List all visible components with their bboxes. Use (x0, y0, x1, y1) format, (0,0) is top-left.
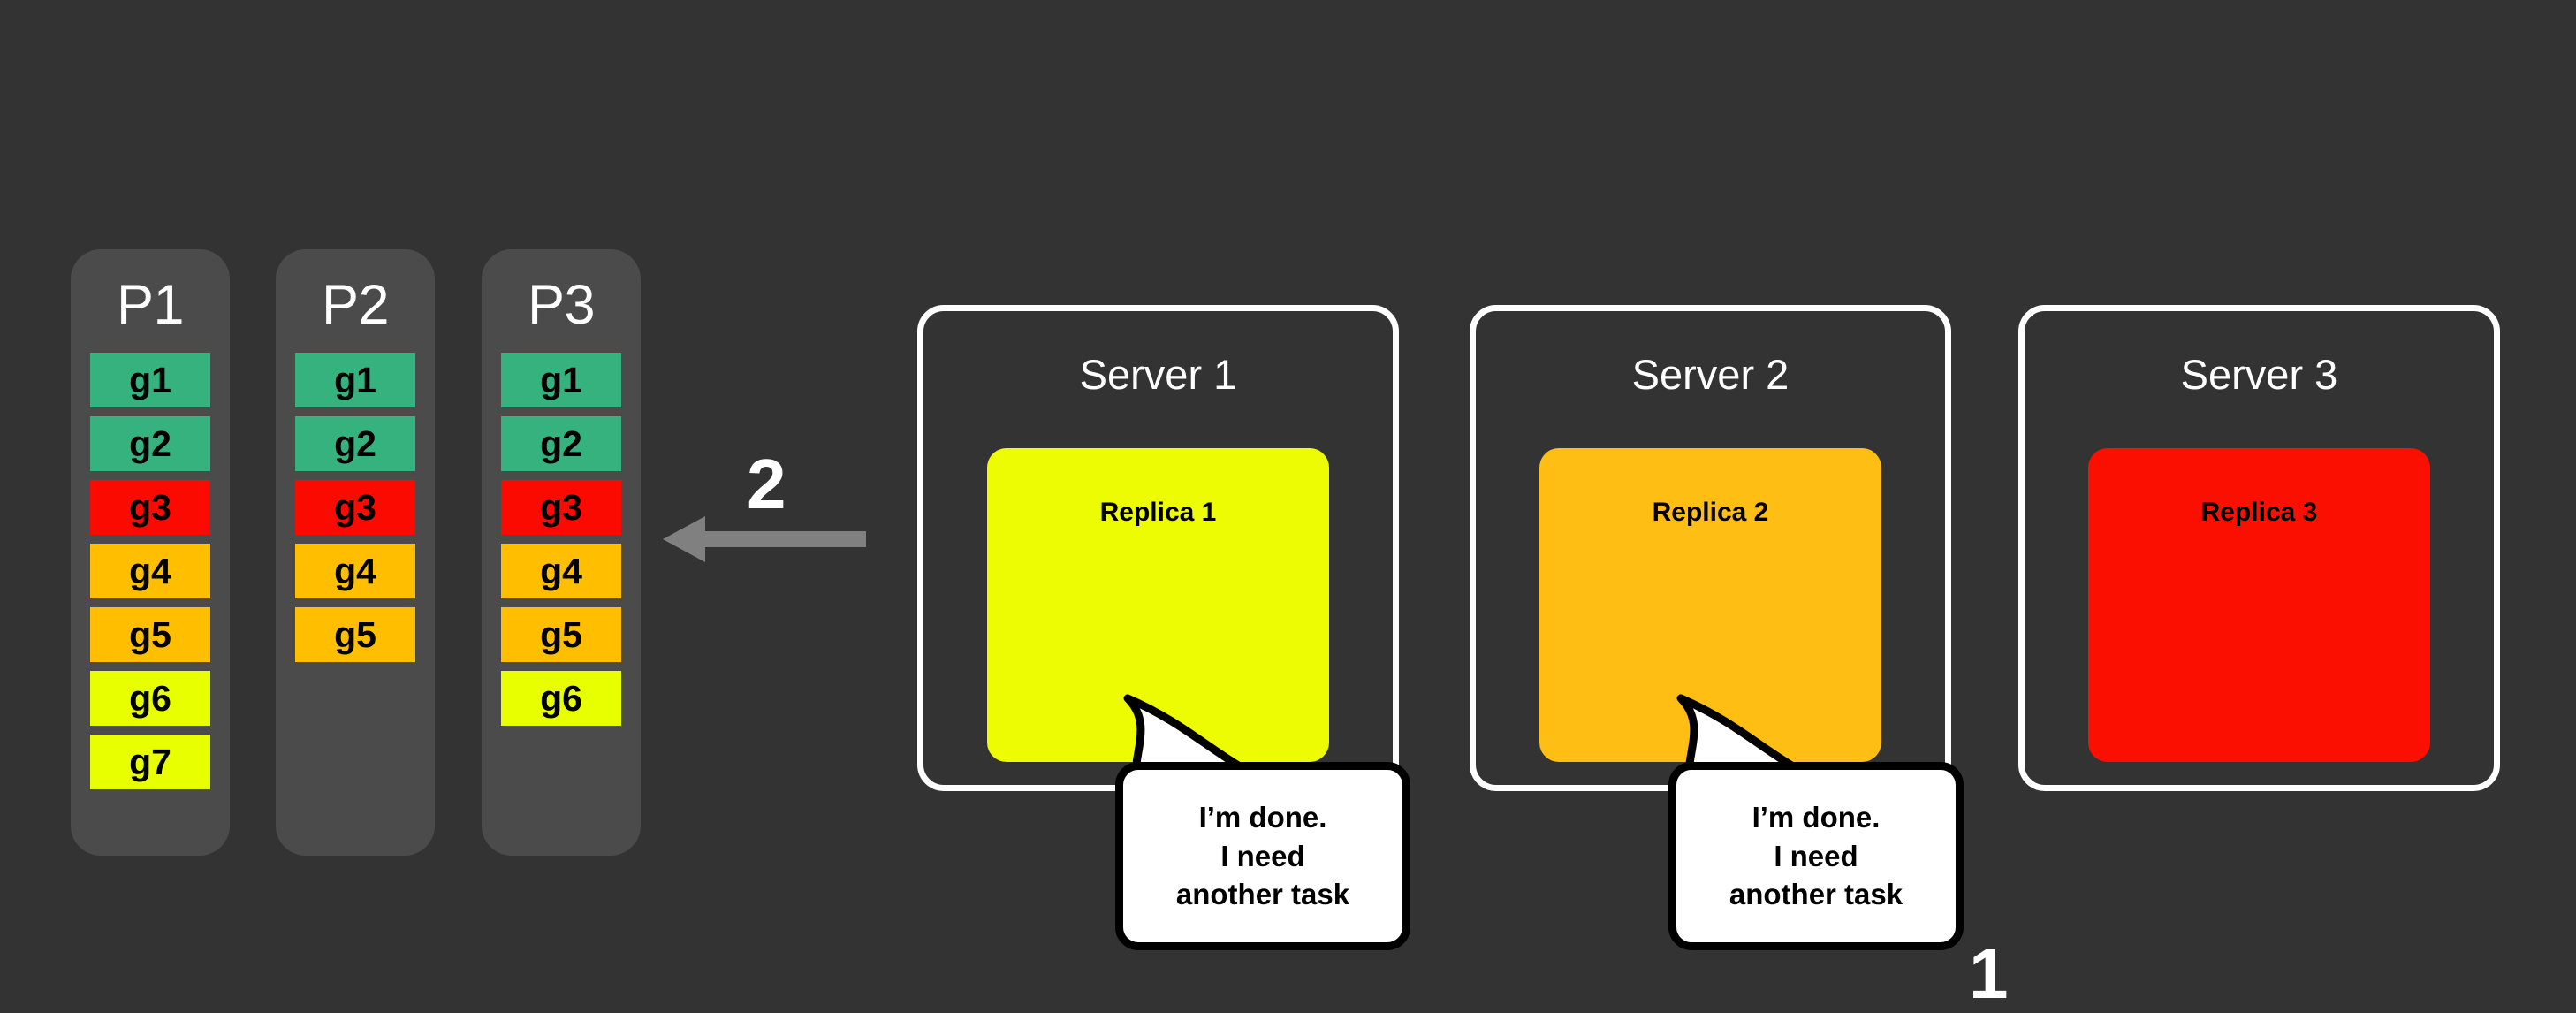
group-cell[interactable]: g1 (295, 353, 415, 407)
speech-bubble-line: I need (1774, 839, 1858, 872)
group-cell[interactable]: g4 (90, 544, 210, 598)
group-cell[interactable]: g2 (90, 416, 210, 471)
server-box-3[interactable]: Server 3 Replica 3 (2018, 305, 2500, 791)
replica-label: Replica 2 (1652, 498, 1769, 527)
partition-title: P1 (116, 274, 185, 336)
group-cell[interactable]: g6 (501, 671, 621, 726)
partition-title: P2 (321, 274, 390, 336)
group-cell[interactable]: g2 (295, 416, 415, 471)
replica-box-1[interactable]: Replica 1 (987, 448, 1329, 762)
server-title: Server 2 (1631, 351, 1790, 398)
speech-bubble-line: I’m done. (1752, 801, 1881, 834)
group-cell[interactable]: g5 (501, 607, 621, 662)
speech-bubble-line: another task (1729, 878, 1904, 911)
speech-bubble-1: I’m done. I need another task (1115, 694, 1410, 950)
server-title: Server 1 (1079, 351, 1237, 398)
speech-bubble-body: I’m done. I need another task (1668, 762, 1964, 950)
group-cell[interactable]: g1 (501, 353, 621, 407)
partition-column-p2[interactable]: P2 g1 g2 g3 g4 g5 (276, 249, 435, 856)
speech-bubble-body: I’m done. I need another task (1115, 762, 1410, 950)
partition-title: P3 (527, 274, 596, 336)
group-cell[interactable]: g3 (501, 480, 621, 535)
group-cell[interactable]: g3 (90, 480, 210, 535)
group-cell[interactable]: g2 (501, 416, 621, 471)
replica-label: Replica 1 (1099, 498, 1217, 527)
group-cell[interactable]: g4 (501, 544, 621, 598)
replica-box-3[interactable]: Replica 3 (2088, 448, 2430, 762)
step-number-1: 1 (1969, 934, 2009, 1013)
group-cell[interactable]: g5 (90, 607, 210, 662)
server-box-1[interactable]: Server 1 Replica 1 (917, 305, 1399, 791)
group-cell[interactable]: g3 (295, 480, 415, 535)
group-cell[interactable]: g6 (90, 671, 210, 726)
server-title: Server 3 (2180, 351, 2338, 398)
step-number-2: 2 (747, 445, 786, 523)
partition-column-p1[interactable]: P1 g1 g2 g3 g4 g5 g6 g7 (71, 249, 230, 856)
group-cell[interactable]: g4 (295, 544, 415, 598)
group-cell[interactable]: g1 (90, 353, 210, 407)
replica-label: Replica 3 (2200, 498, 2318, 527)
speech-bubble-line: I need (1220, 839, 1305, 872)
group-cell[interactable]: g5 (295, 607, 415, 662)
speech-bubble-line: I’m done. (1198, 801, 1327, 834)
group-cell[interactable]: g7 (90, 735, 210, 789)
left-arrow-icon (663, 516, 866, 562)
speech-bubble-2: I’m done. I need another task (1668, 694, 1964, 950)
partition-column-p3[interactable]: P3 g1 g2 g3 g4 g5 g6 (482, 249, 641, 856)
speech-bubble-line: another task (1175, 878, 1350, 911)
